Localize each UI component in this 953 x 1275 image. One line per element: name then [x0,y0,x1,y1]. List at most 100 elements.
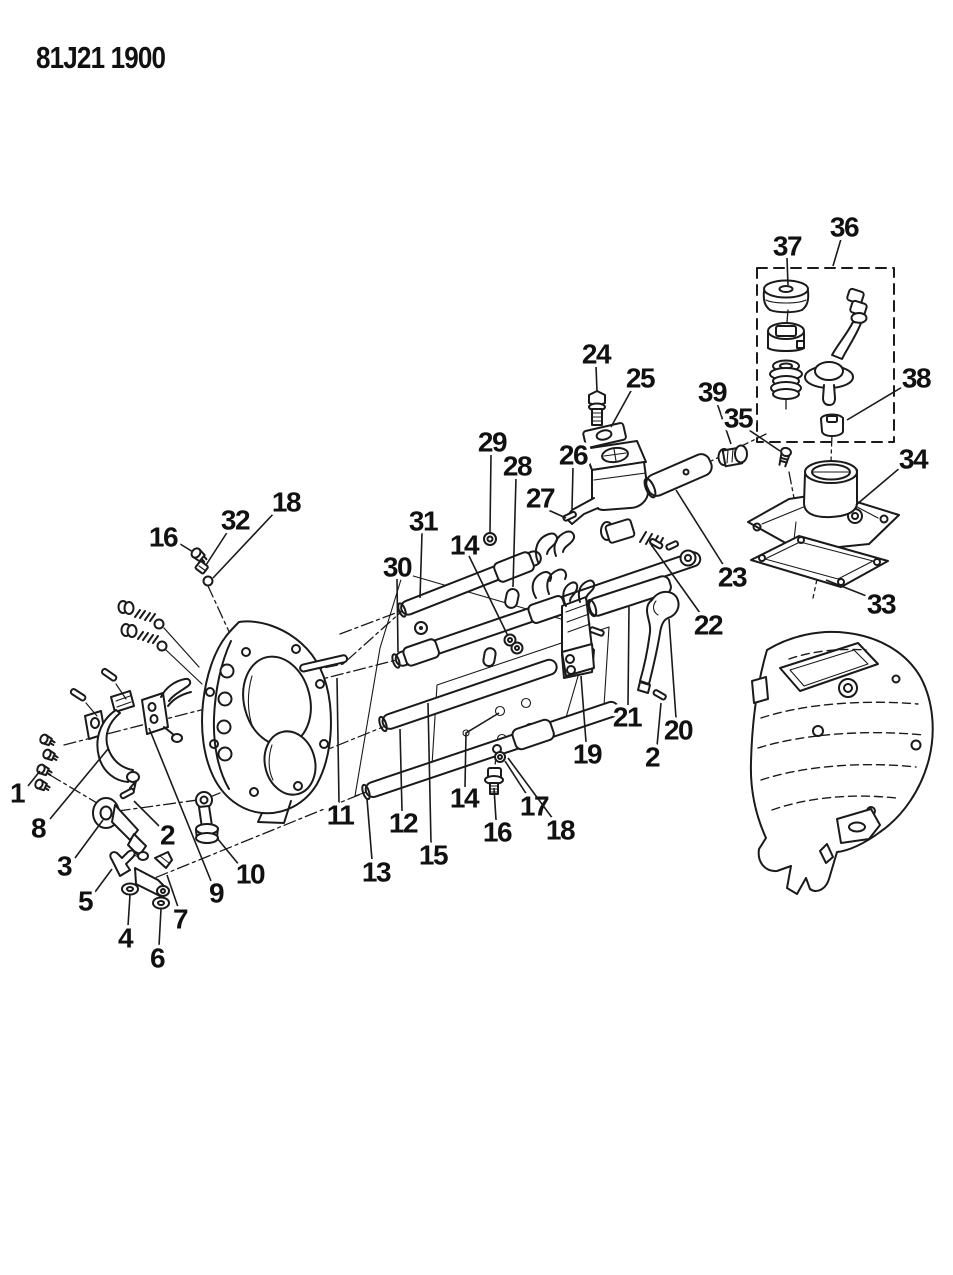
callout-label-14-17: 14 [450,530,480,561]
callout-label-11-35: 11 [327,800,355,831]
callout-leader-5-3 [94,868,113,893]
callout-leader-33-28 [825,579,870,598]
callout-leader-17-41 [504,760,528,796]
callout-label-13-37: 13 [362,857,391,888]
callout-label-22-30: 22 [694,610,723,641]
callout-leader-12-36 [399,728,403,812]
bolts-item-1 [34,733,59,792]
callout-label-5-3: 5 [78,886,93,917]
clutch-housing [749,630,934,895]
callout-leader-39-22 [716,402,732,445]
callout-label-35-23: 35 [724,403,753,434]
callout-label-16-40: 16 [483,817,512,848]
gearshift-mechanism [562,390,697,567]
callout-label-19-33: 19 [573,739,602,770]
callout-label-24-20: 24 [582,339,612,370]
callout-label-3-2: 3 [57,851,72,882]
callout-label-15-38: 15 [419,840,448,871]
callout-leader-22-30 [649,542,701,614]
callout-leader-38-26 [846,385,905,421]
callout-leader-18-42 [507,757,554,820]
callout-leader-21-31 [627,606,630,706]
interlock-small-parts [482,532,524,668]
callout-leader-1-0 [27,770,41,787]
callout-leader-30-14 [396,578,399,653]
callout-label-38-26: 38 [902,363,931,394]
callout-label-39-22: 39 [698,377,727,408]
callout-leader-26-19 [571,466,574,510]
callout-label-8-1: 8 [31,813,46,844]
callout-leader-34-27 [855,466,902,506]
callout-leader-16-40 [493,787,497,821]
transmission-case-plate [201,620,332,824]
detent-bolt-cluster-upper [190,547,214,587]
shift-lever [804,287,868,406]
callout-leader-3-2 [74,819,104,859]
callout-label-1-0: 1 [10,778,25,809]
callout-leader-10-9 [216,837,241,867]
callout-leader-28-16 [512,477,517,588]
callout-leader-15-38 [427,702,432,844]
callout-leader-8-1 [49,748,109,820]
callout-label-18-12: 18 [272,487,301,518]
callout-leader-18-12 [212,510,277,579]
callout-label-20-32: 20 [664,715,693,746]
callout-label-7-6: 7 [173,904,188,935]
shift-tower-housing [747,413,900,588]
callout-leader-14-39 [464,712,500,788]
callout-label-26-19: 26 [559,440,588,471]
callout-label-6-5: 6 [150,943,165,974]
callout-label-31-13: 31 [409,506,438,537]
drawing-number: 81J21 1900 [36,40,166,75]
callout-leader-29-15 [489,453,492,533]
callout-leader-32-11 [205,530,229,566]
callout-label-29-15: 29 [478,427,507,458]
callout-label-27-18: 27 [526,483,555,514]
detent-springs-and-balls [117,600,203,685]
callout-label-10-9: 10 [236,859,265,890]
callout-leader-37-24 [786,257,789,286]
callout-label-14-39: 14 [450,783,480,814]
callout-leader-25-21 [610,388,633,428]
callout-leader-27-18 [545,508,567,519]
callout-leader-4-4 [127,894,131,927]
callout-label-36-25: 36 [830,212,859,243]
callout-leader-16-10 [176,541,194,553]
callout-label-12-36: 12 [389,808,418,839]
callout-leader-9-8 [148,727,212,882]
callout-label-25-21: 25 [626,363,655,394]
callout-label-2-34: 2 [645,742,660,773]
callout-leader-6-5 [158,908,162,947]
callout-leader-35-23 [745,427,781,452]
callout-label-23-29: 23 [718,562,747,593]
callout-leader-19-33 [580,675,587,743]
callout-leader-24-20 [595,365,598,392]
callout-label-9-8: 9 [209,878,224,909]
shifter-shaft [643,444,748,499]
callout-leader-13-37 [366,798,373,861]
callout-label-37-24: 37 [773,231,802,262]
callout-label-16-10: 16 [149,522,178,553]
shift-fork-cluster-left [69,667,192,783]
callout-leader-20-32 [668,618,677,719]
callout-label-18-42: 18 [546,815,575,846]
gearshift-lever-assembly [756,267,895,443]
callout-label-30-14: 30 [383,552,412,583]
selector-finger-upper [534,530,576,563]
callout-leader-7-6 [166,874,179,908]
callout-leader-2-7 [133,800,160,827]
callout-label-32-11: 32 [221,505,250,536]
shift-fork-cluster-right [561,575,680,701]
selector-finger-lower [527,568,568,624]
callout-label-2-7: 2 [160,820,175,851]
callout-label-21-31: 21 [613,702,642,733]
callout-label-28-16: 28 [503,451,532,482]
callout-leader-23-29 [675,489,725,567]
callout-label-4-4: 4 [118,923,134,954]
callout-leader-36-25 [832,238,842,267]
shift-lever-cluster-bottom-left [92,780,219,910]
callout-leader-14-17 [468,555,509,637]
